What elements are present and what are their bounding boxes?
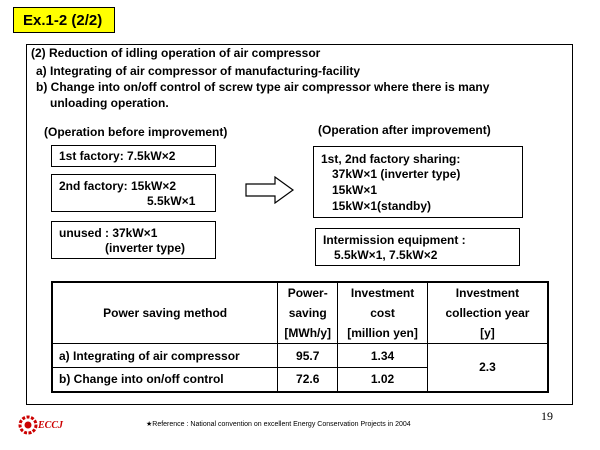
after-box-sharing-line3: 15kW×1 xyxy=(332,183,378,197)
row-method: a) Integrating of air compressor xyxy=(51,343,279,368)
before-box-unused-line2: (inverter type) xyxy=(105,241,186,255)
table-row: a) Integrating of air compressor 95.7 1.… xyxy=(51,343,549,392)
slide-title: Ex.1-2 (2/2) xyxy=(13,7,115,33)
eccj-logo-text: ECCJ xyxy=(38,420,64,431)
before-box-2nd-factory-line1: 2nd factory: 15kW×2 xyxy=(59,179,177,193)
after-box-intermission: Intermission equipment : 5.5kW×1, 7.5kW×… xyxy=(315,228,520,266)
header-method: Power saving method xyxy=(51,281,279,344)
eccj-logo-icon xyxy=(18,415,38,435)
right-arrow-icon xyxy=(245,176,295,204)
row-cost: 1.02 xyxy=(337,367,428,392)
item-b-text-line1: b) Change into on/off control of screw t… xyxy=(36,80,490,94)
after-box-sharing-line1: 1st, 2nd factory sharing: xyxy=(321,152,461,166)
before-box-unused: unused : 37kW×1 (inverter type) xyxy=(51,221,216,259)
header-collection-year: Investment collection year [y] xyxy=(426,281,549,344)
power-saving-table: Power saving method Power- saving [MWh/y… xyxy=(51,281,549,393)
before-box-1st-factory: 1st factory: 7.5kW×2 xyxy=(51,145,216,167)
after-box-intermission-line1: Intermission equipment : xyxy=(323,233,466,247)
table-row: b) Change into on/off control 72.6 1.02 xyxy=(51,367,548,392)
before-box-2nd-factory: 2nd factory: 15kW×2 5.5kW×1 xyxy=(51,174,216,212)
row-saving: 72.6 xyxy=(277,367,339,392)
row-method: b) Change into on/off control xyxy=(51,367,279,392)
after-label: (Operation after improvement) xyxy=(318,123,491,137)
after-box-sharing-line2: 37kW×1 (inverter type) xyxy=(332,167,461,181)
before-box-2nd-factory-line2: 5.5kW×1 xyxy=(147,194,196,208)
row-saving: 95.7 xyxy=(277,343,339,368)
row-cost: 1.34 xyxy=(337,343,428,368)
collection-year-value: 2.3 xyxy=(426,343,549,392)
item-a-text: a) Integrating of air compressor of manu… xyxy=(36,64,361,78)
before-box-unused-line1: unused : 37kW×1 xyxy=(59,226,158,240)
after-box-sharing-line4: 15kW×1(standby) xyxy=(332,199,432,213)
section-heading: (2) Reduction of idling operation of air… xyxy=(31,46,321,60)
header-power-saving: Power- saving [MWh/y] xyxy=(277,281,339,344)
after-box-sharing: 1st, 2nd factory sharing: 37kW×1 (invert… xyxy=(313,146,523,218)
after-box-intermission-line2: 5.5kW×1, 7.5kW×2 xyxy=(334,248,438,262)
content-frame xyxy=(26,44,573,405)
reference-note: ★Reference : National convention on exce… xyxy=(146,421,411,428)
header-investment-cost: Investment cost [million yen] xyxy=(337,281,428,344)
item-b-text-line2: unloading operation. xyxy=(50,96,169,110)
before-label: (Operation before improvement) xyxy=(44,125,228,139)
before-box-1st-factory-text: 1st factory: 7.5kW×2 xyxy=(59,149,176,163)
page-number: 19 xyxy=(541,409,553,423)
table-header-row: Power saving method Power- saving [MWh/y… xyxy=(51,281,549,344)
